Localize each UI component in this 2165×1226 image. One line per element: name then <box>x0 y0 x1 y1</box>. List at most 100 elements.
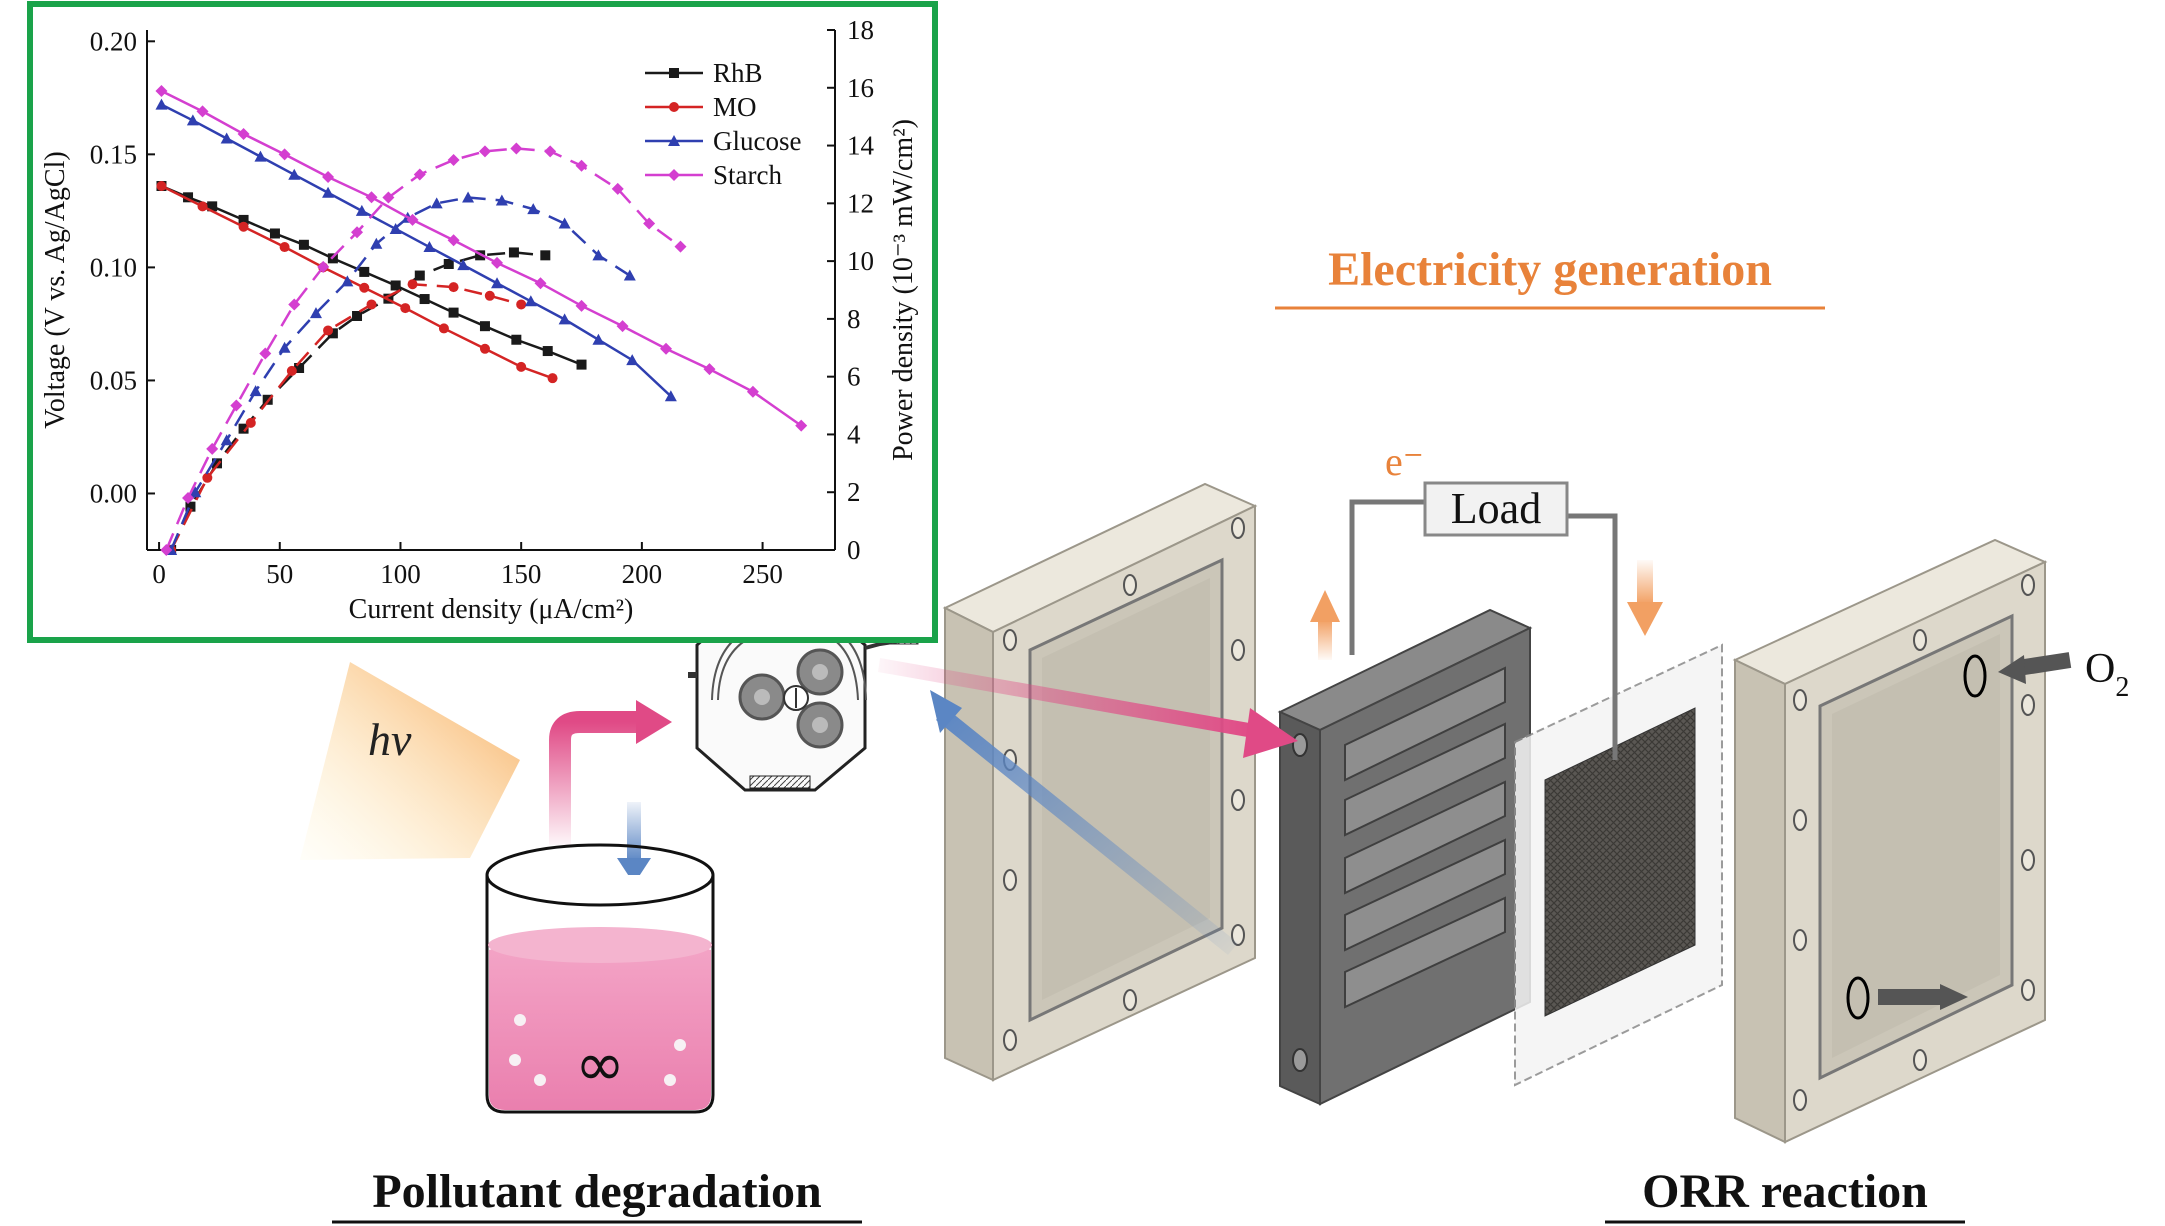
title-pollutant-degradation: Pollutant degradation <box>372 1165 821 1218</box>
power-point-rhb <box>185 501 196 512</box>
voltage-point-starch <box>196 105 209 118</box>
y-right-tick-label: 2 <box>847 477 861 507</box>
left-end-plate <box>942 482 1258 1082</box>
y-right-tick-label: 8 <box>847 304 861 334</box>
y-left-tick-label: 0.10 <box>90 252 137 282</box>
section-titles: Electricity generation Pollutant degrada… <box>332 243 1965 1224</box>
legend-item-glucose: Glucose <box>645 126 801 156</box>
voltage-point-starch <box>616 320 629 333</box>
y-left-axis-label: Voltage (V vs. Ag/AgCl) <box>40 151 71 428</box>
power-point-mo <box>286 365 297 376</box>
voltage-point-mo <box>400 303 411 314</box>
y-right-tick-label: 10 <box>847 246 874 276</box>
power-point-glucose <box>249 385 262 397</box>
x-tick-label: 50 <box>266 559 293 589</box>
y-right-tick-label: 0 <box>847 535 861 565</box>
voltage-point-starch <box>406 213 419 226</box>
bolt-holes-right <box>1793 574 2035 1111</box>
y-right-tick-label: 16 <box>847 73 874 103</box>
power-point-mo <box>245 417 256 428</box>
voltage-point-starch <box>746 385 759 398</box>
peristaltic-pump <box>688 601 919 792</box>
power-point-glucose <box>495 194 508 206</box>
power-point-starch <box>510 142 523 155</box>
x-tick-label: 150 <box>501 559 542 589</box>
power-point-starch <box>544 145 557 158</box>
voltage-point-mo <box>547 373 558 384</box>
legend-marker-glucose <box>668 135 680 146</box>
pollutant-reservoir: ∞ <box>485 700 715 1114</box>
voltage-point-rhb <box>479 321 490 332</box>
y-right-tick-label: 12 <box>847 188 874 218</box>
voltage-point-glucose <box>524 295 537 307</box>
x-tick-label: 200 <box>622 559 663 589</box>
voltage-point-rhb <box>183 192 194 203</box>
legend-marker-rhb <box>669 68 679 78</box>
y-right-tick-label: 14 <box>847 131 875 161</box>
y-right-tick-label: 6 <box>847 362 861 392</box>
y-right-tick-label: 4 <box>847 419 861 449</box>
power-point-glucose <box>462 191 475 203</box>
y-left-tick-label: 0.00 <box>90 478 137 508</box>
voltage-point-rhb <box>542 346 553 357</box>
power-point-rhb <box>508 247 519 258</box>
voltage-point-rhb <box>390 280 401 291</box>
voltage-point-glucose <box>186 114 199 126</box>
power-point-glucose <box>278 341 291 353</box>
bolt-holes <box>1003 517 1245 1051</box>
power-point-starch <box>351 226 364 239</box>
x-tick-label: 100 <box>380 559 421 589</box>
voltage-point-starch <box>155 85 168 98</box>
power-point-rhb <box>238 423 249 434</box>
y-left-tick-label: 0.05 <box>90 365 137 395</box>
voltage-point-mo <box>279 242 290 253</box>
voltage-point-rhb <box>298 239 309 250</box>
voltage-point-glucose <box>254 150 267 162</box>
power-point-mo <box>484 290 495 301</box>
voltage-line-glucose <box>160 103 672 398</box>
y-left-tick-label: 0.20 <box>90 26 137 56</box>
x-axis-label: Current density (μA/cm²) <box>349 594 634 625</box>
voltage-point-mo <box>197 201 208 212</box>
power-point-rhb <box>212 458 223 469</box>
voltage-point-starch <box>703 363 716 376</box>
power-point-starch <box>206 442 219 455</box>
load-box <box>1423 481 1569 537</box>
voltage-point-rhb <box>238 214 249 225</box>
legend-item-mo: MO <box>645 92 757 122</box>
voltage-point-starch <box>278 148 291 161</box>
legend-item-rhb: RhB <box>645 58 763 88</box>
light-beam: hv <box>300 662 520 860</box>
power-point-starch <box>382 191 395 204</box>
voltage-point-rhb <box>511 334 522 345</box>
legend-label-rhb: RhB <box>713 58 763 88</box>
power-point-mo <box>202 472 213 483</box>
power-point-glucose <box>309 307 322 319</box>
cathode-mesh <box>1514 643 1723 1087</box>
voltage-point-starch <box>795 419 808 432</box>
voltage-point-rhb <box>448 307 459 318</box>
power-point-mo <box>407 279 418 290</box>
external-circuit: Load e⁻ <box>1310 439 1663 760</box>
y-left-tick-label: 0.15 <box>90 139 137 169</box>
power-point-glucose <box>341 275 354 287</box>
voltage-point-starch <box>491 256 504 269</box>
legend-marker-starch <box>668 169 680 181</box>
voltage-point-starch <box>447 234 460 247</box>
hv-label: hv <box>368 714 412 765</box>
voltage-point-glucose <box>423 241 436 253</box>
power-point-rhb <box>540 250 551 261</box>
voltage-point-starch <box>575 299 588 312</box>
voltage-point-mo <box>438 323 449 334</box>
power-point-rhb <box>352 311 363 321</box>
load-label: Load <box>1451 484 1541 533</box>
legend-marker-mo <box>669 102 679 112</box>
voltage-point-rhb <box>207 201 218 212</box>
power-point-starch <box>259 347 272 360</box>
flow-arrows <box>878 658 1298 955</box>
x-tick-label: 0 <box>152 559 166 589</box>
power-point-glucose <box>527 203 540 215</box>
voltage-point-glucose <box>322 186 335 198</box>
electron-label: e⁻ <box>1385 439 1424 484</box>
